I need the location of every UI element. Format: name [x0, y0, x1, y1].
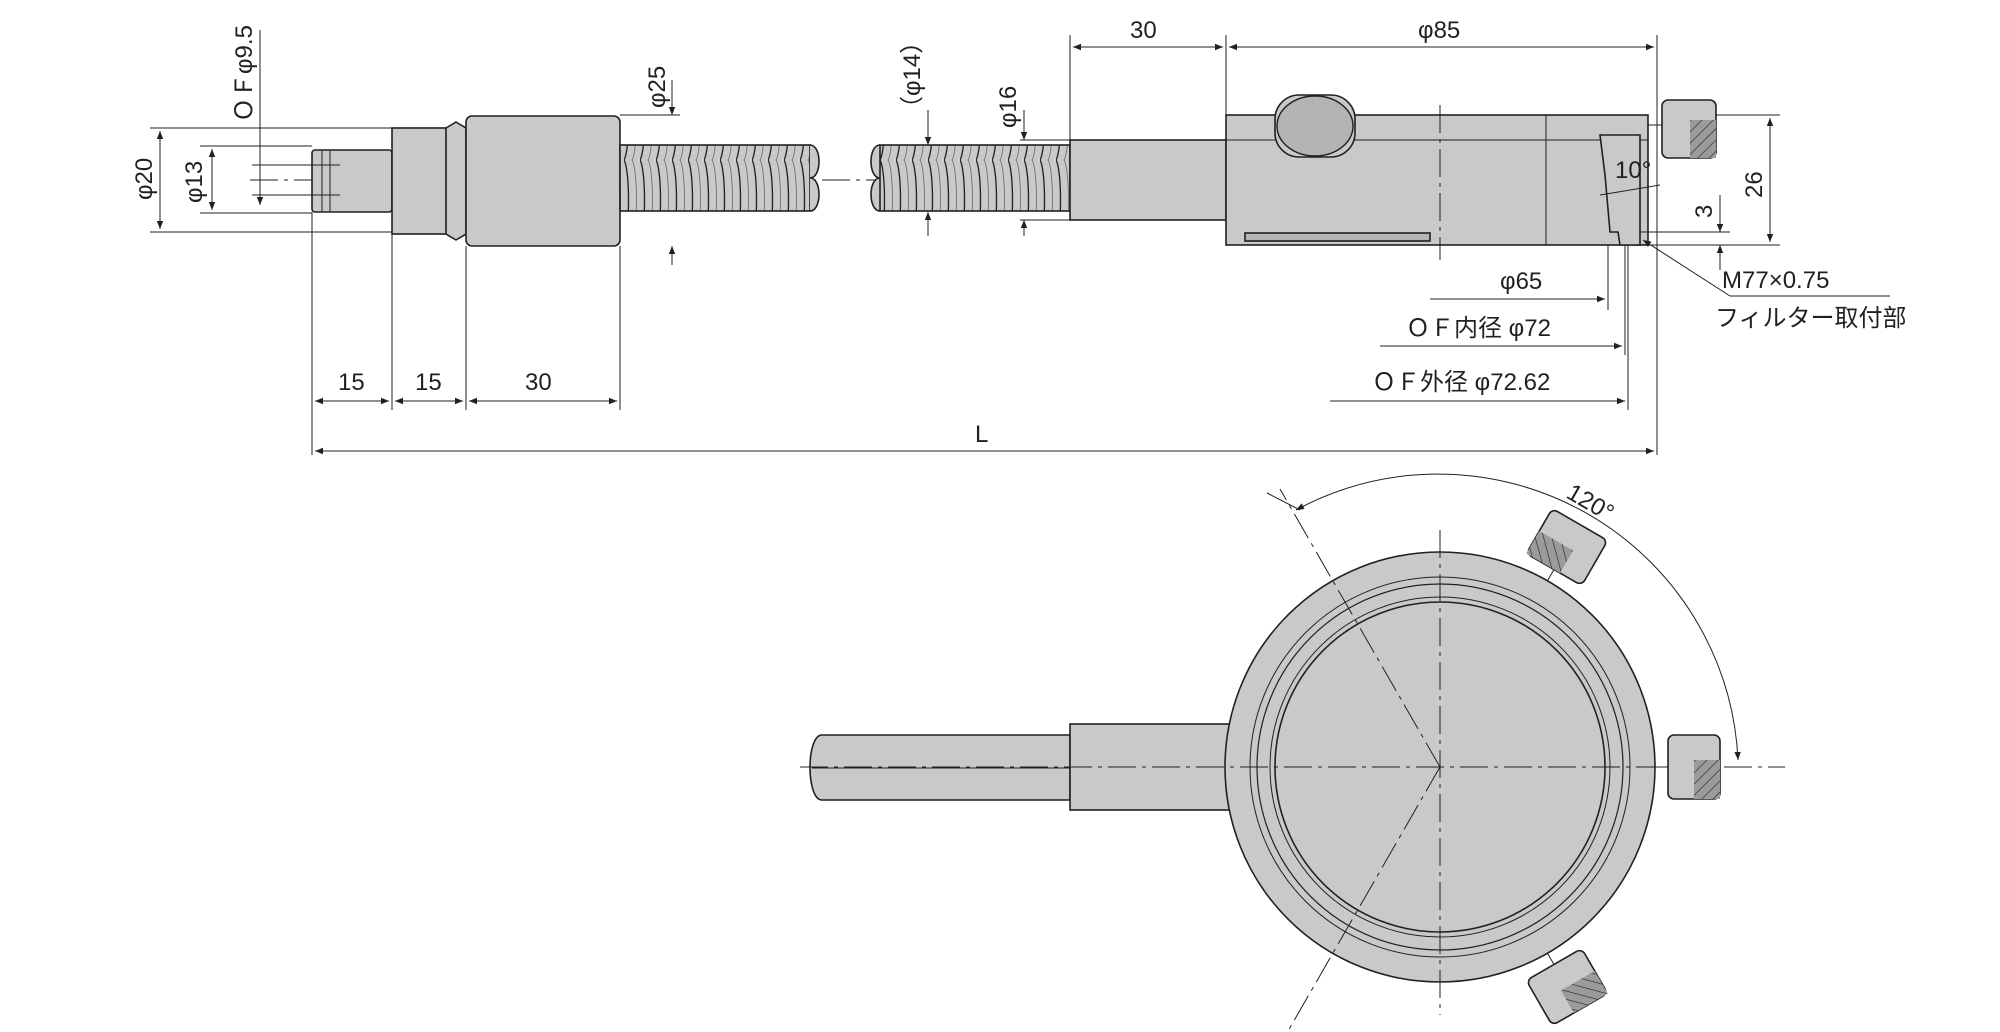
side-dimensions: ＯＦφ9.5 φ20 φ13 φ25 （φ14）	[131, 17, 1907, 455]
label-dim-26: 26	[1741, 171, 1768, 198]
label-phi-85: φ85	[1418, 17, 1460, 44]
label-of-phi-9-5: ＯＦφ9.5	[231, 25, 258, 122]
front-centerline-lower	[1286, 766, 1441, 1032]
label-dim-3: 3	[1691, 205, 1718, 218]
label-total-length: L	[975, 421, 988, 448]
label-of-inner: ＯＦ内径 φ72	[1406, 315, 1551, 342]
side-knob	[1648, 99, 1717, 159]
top-knob	[1274, 94, 1356, 158]
label-phi-13: φ13	[181, 161, 208, 203]
label-phi-14-paren: （φ14）	[899, 30, 926, 120]
label-phi-16: φ16	[995, 86, 1022, 128]
side-view: ＯＦφ9.5 φ20 φ13 φ25 （φ14）	[131, 17, 1907, 455]
label-phi-20: φ20	[131, 158, 158, 200]
label-phi-65: φ65	[1500, 268, 1542, 295]
spring-sheath-left	[619, 144, 820, 212]
spring-sheath-right	[870, 144, 1071, 212]
label-thread: M77×0.75	[1722, 267, 1829, 294]
tube	[1069, 139, 1227, 221]
front-view: 120°	[800, 473, 1785, 1032]
label-filter-mount: フィルター取付部	[1715, 305, 1907, 332]
label-of-outer: ＯＦ外径 φ72.62	[1372, 369, 1550, 396]
label-angle-10: 10°	[1615, 157, 1651, 184]
label-len-15-a: 15	[338, 369, 365, 396]
angle-120-arc	[1295, 473, 1741, 761]
label-phi-25: φ25	[644, 66, 671, 108]
label-len-30-bottom: 30	[525, 369, 552, 396]
front-knob-bottom	[1527, 949, 1608, 1025]
front-knob-right	[1655, 734, 1721, 800]
of-connector	[311, 115, 621, 247]
label-len-30-top: 30	[1130, 17, 1157, 44]
label-len-15-b: 15	[415, 369, 442, 396]
